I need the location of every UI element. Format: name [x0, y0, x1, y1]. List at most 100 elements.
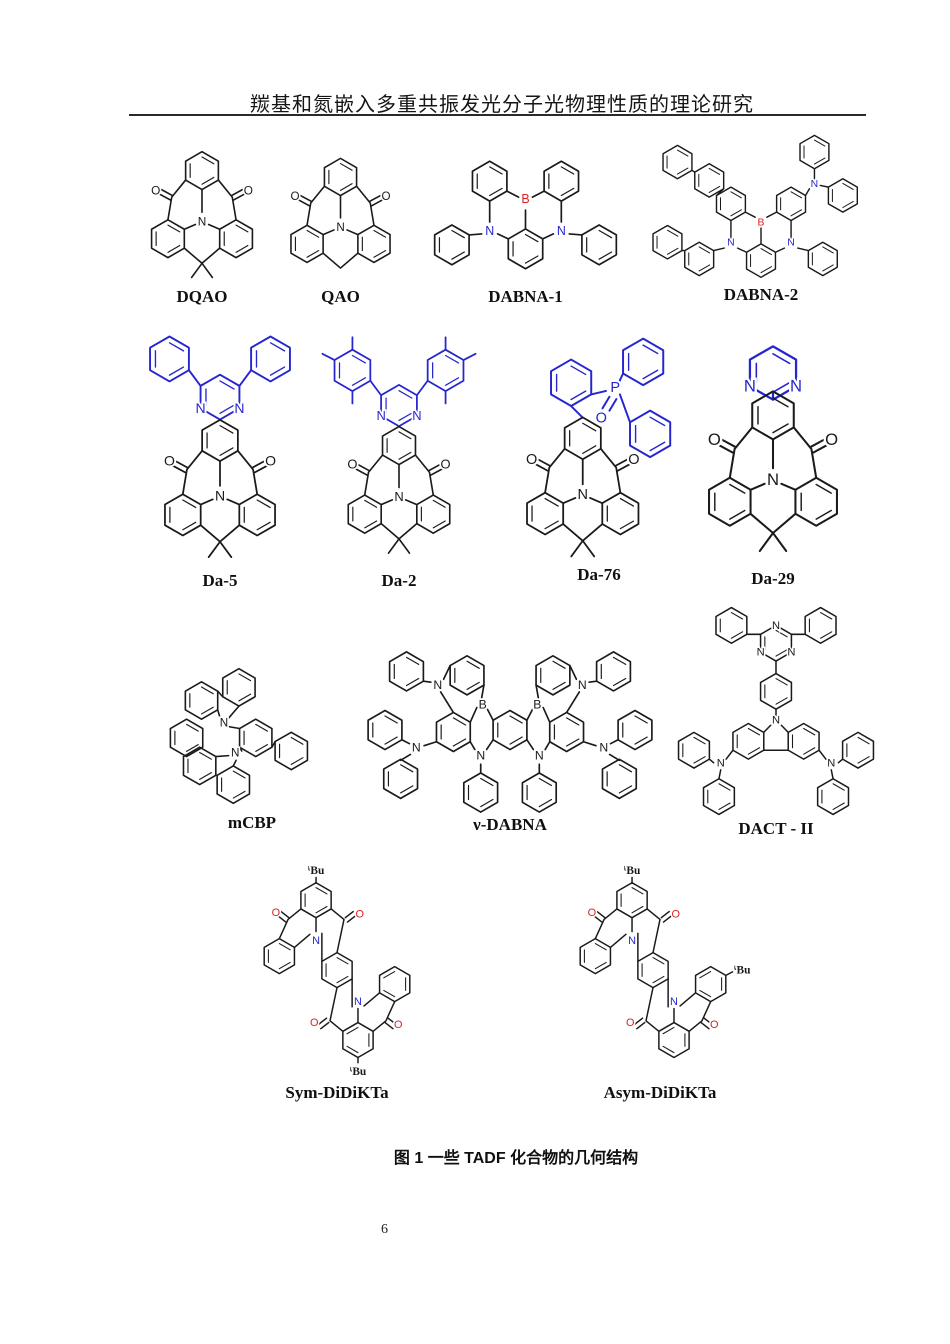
- molecule-label-vdabna: ν-DABNA: [473, 815, 547, 834]
- oxygen-atom-label: O: [355, 909, 363, 921]
- header-divider-line: [129, 114, 866, 116]
- molecule-label-asym-didikta: Asym-DiDiKTa: [603, 1083, 717, 1102]
- da2-drawing: N N N O O: [321, 336, 477, 554]
- nitrogen-atom-label: N: [215, 487, 225, 503]
- structure-qao: N O O QAO: [268, 146, 413, 308]
- da29-drawing: N N N O O: [706, 345, 841, 553]
- page-number: 6: [381, 1222, 388, 1237]
- nitrogen-atom-label: N: [231, 747, 239, 760]
- structure-vdabna: B B N N N N N N ν-DABNA: [356, 648, 664, 836]
- nitrogen-atom-label: N: [670, 996, 678, 1008]
- oxygen-atom-label: O: [671, 909, 679, 921]
- structure-dact2: N N N N N N DACT - II: [670, 604, 882, 840]
- nitrogen-atom-label: N: [312, 935, 320, 947]
- nitrogen-atom-label: N: [599, 741, 608, 755]
- oxygen-atom-label: O: [310, 1017, 318, 1029]
- nitrogen-atom-label: N: [717, 757, 725, 769]
- structure-dabna1: B N N DABNA-1: [428, 150, 623, 308]
- molecule-label-sym-didikta: Sym-DiDiKTa: [285, 1083, 389, 1102]
- molecule-label-dabna1: DABNA-1: [488, 287, 563, 306]
- nitrogen-atom-label: N: [790, 377, 802, 396]
- asym-didikta-drawing: tBu tBu N N O O O O: [534, 862, 753, 1082]
- nitrogen-atom-label: N: [557, 224, 566, 238]
- structure-sym-didikta: tBu tBu N N O O O O Sym-DiDiKTa: [236, 860, 438, 1104]
- molecule-label-da5: Da-5: [202, 571, 238, 590]
- oxygen-atom-label: O: [710, 1019, 718, 1031]
- nitrogen-atom-label: N: [578, 678, 587, 692]
- nitrogen-atom-label: N: [412, 741, 421, 755]
- figure-caption: 图 1 一些 TADF 化合物的几何结构: [393, 1150, 639, 1167]
- nitrogen-atom-label: N: [811, 179, 819, 190]
- boron-atom-label: B: [533, 698, 541, 712]
- structure-da5: N N N O O Da-5: [136, 332, 304, 592]
- nitrogen-atom-label: N: [336, 221, 344, 234]
- nitrogen-atom-label: N: [744, 377, 756, 396]
- boron-atom-label: B: [758, 218, 765, 229]
- dabna2-drawing: B N N N: [652, 134, 859, 279]
- nitrogen-atom-label: N: [394, 489, 403, 504]
- molecule-label-dqao: DQAO: [176, 287, 228, 306]
- tbu-group-label: tBu: [308, 863, 325, 876]
- molecule-label-da76: Da-76: [577, 565, 621, 584]
- molecule-label-qao: QAO: [321, 287, 360, 306]
- oxygen-atom-label: O: [164, 453, 175, 469]
- tbu-group-label: tBu: [624, 863, 641, 876]
- nitrogen-atom-label: N: [234, 400, 244, 416]
- oxygen-atom-label: O: [265, 453, 276, 469]
- nitrogen-atom-label: N: [772, 714, 780, 726]
- oxygen-atom-label: O: [628, 452, 639, 468]
- mcbp-drawing: N N: [169, 667, 309, 805]
- oxygen-atom-label: O: [441, 457, 451, 472]
- boron-atom-label: B: [521, 192, 529, 206]
- oxygen-atom-label: O: [588, 907, 596, 919]
- structure-da2: N N N O O Da-2: [310, 326, 488, 592]
- nitrogen-atom-label: N: [757, 647, 765, 659]
- dqao-drawing: N O O: [149, 146, 255, 279]
- oxygen-atom-label: O: [290, 190, 299, 203]
- nitrogen-atom-label: N: [772, 620, 780, 632]
- nitrogen-atom-label: N: [535, 748, 544, 762]
- oxygen-atom-label: O: [394, 1019, 402, 1031]
- nitrogen-atom-label: N: [476, 748, 485, 762]
- dact2-drawing: N N N N N N: [677, 606, 875, 816]
- tbu-group-label: tBu: [734, 963, 751, 976]
- nitrogen-atom-label: N: [628, 935, 636, 947]
- sym-didikta-drawing: tBu tBu N N O O O O: [236, 862, 438, 1080]
- nitrogen-atom-label: N: [376, 408, 385, 423]
- nitrogen-atom-label: N: [577, 487, 587, 503]
- tbu-group-label: tBu: [350, 1065, 367, 1078]
- dabna1-drawing: B N N: [433, 160, 618, 270]
- nitrogen-atom-label: N: [196, 400, 206, 416]
- nitrogen-atom-label: N: [827, 757, 835, 769]
- molecule-label-mcbp: mCBP: [227, 813, 277, 832]
- nitrogen-atom-label: N: [220, 717, 228, 730]
- da5-drawing: N N N O O: [149, 335, 291, 559]
- structure-dabna2: B N N N DABNA-2: [622, 132, 900, 306]
- structure-da76: P O N O O Da-76: [503, 334, 695, 586]
- nitrogen-atom-label: N: [767, 470, 779, 489]
- oxygen-atom-label: O: [626, 1017, 634, 1029]
- nitrogen-atom-label: N: [412, 408, 421, 423]
- oxygen-atom-label: O: [347, 457, 357, 472]
- nitrogen-atom-label: N: [433, 678, 442, 692]
- oxygen-atom-label: O: [272, 907, 280, 919]
- oxygen-atom-label: O: [382, 190, 391, 203]
- nitrogen-atom-label: N: [198, 214, 207, 228]
- structure-mcbp: N N mCBP: [166, 660, 338, 834]
- oxygen-atom-label: O: [526, 452, 537, 468]
- boron-atom-label: B: [479, 698, 487, 712]
- molecule-label-da2: Da-2: [381, 571, 417, 590]
- oxygen-atom-label: O: [244, 183, 253, 197]
- nitrogen-atom-label: N: [485, 224, 494, 238]
- qao-drawing: N O O: [289, 146, 392, 286]
- da76-drawing: P O N O O: [524, 337, 672, 558]
- vdabna-drawing: B B N N N N N N: [367, 651, 653, 813]
- structure-asym-didikta: tBu tBu N N O O O O Asym-DiDiKTa: [534, 860, 786, 1104]
- oxygen-atom-label: O: [596, 410, 607, 426]
- oxygen-atom-label: O: [151, 183, 160, 197]
- phosphorus-atom-label: P: [610, 380, 620, 396]
- structure-da29: N N N O O Da-29: [693, 338, 853, 590]
- structure-dqao: N O O DQAO: [128, 146, 276, 308]
- page-header-title: 羰基和氮嵌入多重共振发光分子光物理性质的理论研究: [250, 94, 754, 116]
